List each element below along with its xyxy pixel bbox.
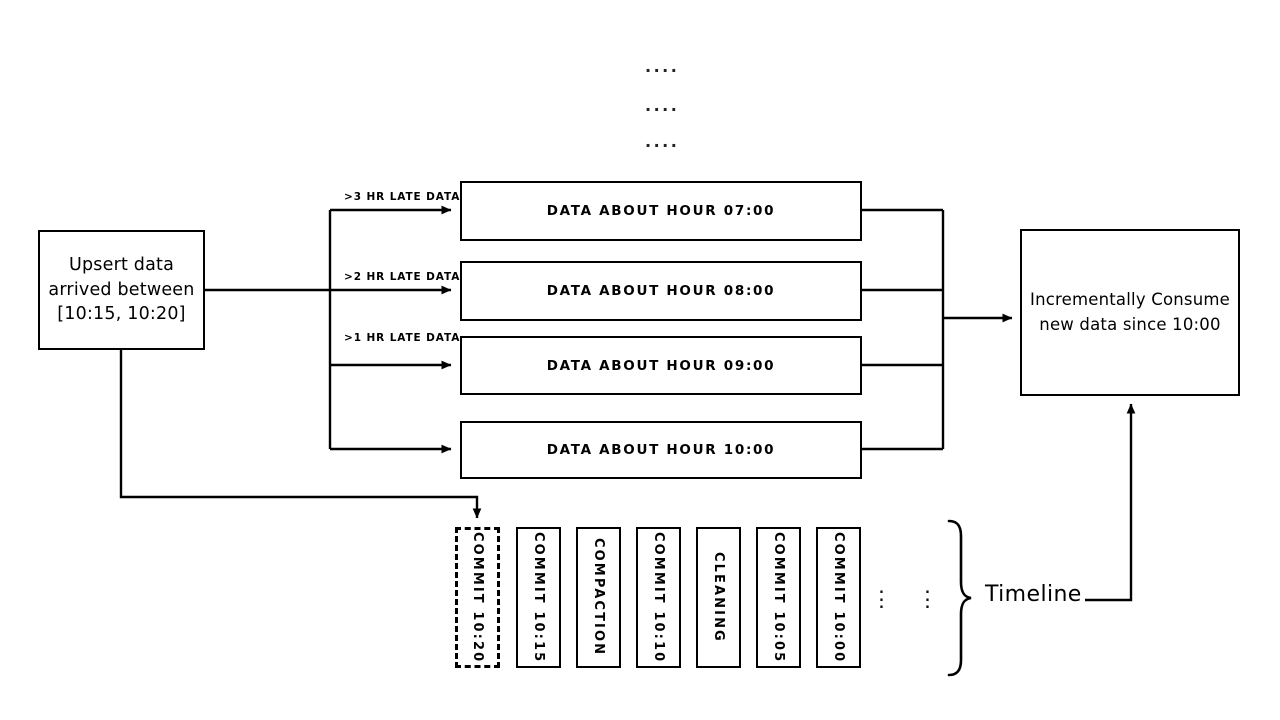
hour-box-1000-label: DATA ABOUT HOUR 10:00	[546, 442, 776, 458]
commit-box-1010-label: COMMIT 10:10	[651, 531, 666, 664]
timeline-continuation-dots-2: . . .	[925, 582, 931, 613]
commit-box-1015[interactable]: COMMIT 10:15	[516, 527, 561, 668]
upsert-source-box[interactable]: Upsert data arrived between [10:15, 10:2…	[38, 230, 205, 350]
dot: .	[925, 589, 931, 605]
hour-box-0900[interactable]: DATA ABOUT HOUR 09:00	[460, 336, 862, 395]
upsert-line-2: arrived between	[48, 279, 195, 300]
dot: .	[879, 597, 885, 613]
consume-line-2: new data since 10:00	[1039, 314, 1221, 334]
timeline-brace	[947, 519, 972, 677]
dot: .	[925, 582, 931, 597]
hour-box-0800[interactable]: DATA ABOUT HOUR 08:00	[460, 261, 862, 321]
consume-line-1: Incrementally Consume	[1030, 289, 1230, 309]
timeline-label: Timeline	[985, 582, 1082, 607]
timeline-continuation-dots-1: . . .	[879, 582, 885, 613]
upsert-source-label: Upsert data arrived between [10:15, 10:2…	[48, 253, 194, 328]
upsert-line-3: [10:15, 10:20]	[57, 304, 186, 325]
edge-label-2hr-late: >2 HR LATE DATA	[344, 271, 461, 283]
dot: .	[879, 589, 885, 605]
top-ellipsis-row-3: ....	[645, 132, 680, 151]
incremental-consume-label: Incrementally Consume new data since 10:…	[1030, 288, 1230, 338]
hour-box-0900-label: DATA ABOUT HOUR 09:00	[546, 357, 776, 374]
top-ellipsis-row-1: ....	[645, 57, 680, 76]
commit-box-compaction-label: COMPACTION	[591, 538, 606, 657]
incremental-consume-box[interactable]: Incrementally Consume new data since 10:…	[1020, 229, 1240, 396]
hour-box-0700-label: DATA ABOUT HOUR 07:00	[546, 203, 776, 219]
upsert-line-1: Upsert data	[68, 254, 175, 275]
commit-box-1020-label: COMMIT 10:20	[470, 531, 485, 664]
commit-box-compaction[interactable]: COMPACTION	[576, 527, 621, 668]
edge-source-to-commit	[119, 350, 482, 519]
commit-box-1005[interactable]: COMMIT 10:05	[756, 527, 801, 668]
hour-box-0700[interactable]: DATA ABOUT HOUR 07:00	[460, 181, 862, 241]
hour-box-1000[interactable]: DATA ABOUT HOUR 10:00	[460, 421, 862, 479]
hour-box-0800-label: DATA ABOUT HOUR 08:00	[546, 283, 776, 299]
commit-box-1000[interactable]: COMMIT 10:00	[816, 527, 861, 668]
commit-box-1020[interactable]: COMMIT 10:20	[455, 527, 500, 668]
commit-box-cleaning[interactable]: CLEANING	[696, 527, 741, 668]
dot: .	[925, 597, 931, 613]
edge-label-1hr-late: >1 HR LATE DATA	[344, 332, 461, 344]
edge-timeline-to-consumer	[1085, 403, 1136, 602]
edge-label-3hr-late: >3 HR LATE DATA	[344, 191, 461, 203]
commit-box-1000-label: COMMIT 10:00	[831, 531, 846, 664]
top-ellipsis-row-2: ....	[645, 96, 680, 115]
commit-box-1010[interactable]: COMMIT 10:10	[636, 527, 681, 668]
dot: .	[879, 582, 885, 597]
commit-box-1015-label: COMMIT 10:15	[531, 531, 546, 664]
commit-box-1005-label: COMMIT 10:05	[771, 531, 786, 664]
commit-box-cleaning-label: CLEANING	[711, 552, 726, 643]
